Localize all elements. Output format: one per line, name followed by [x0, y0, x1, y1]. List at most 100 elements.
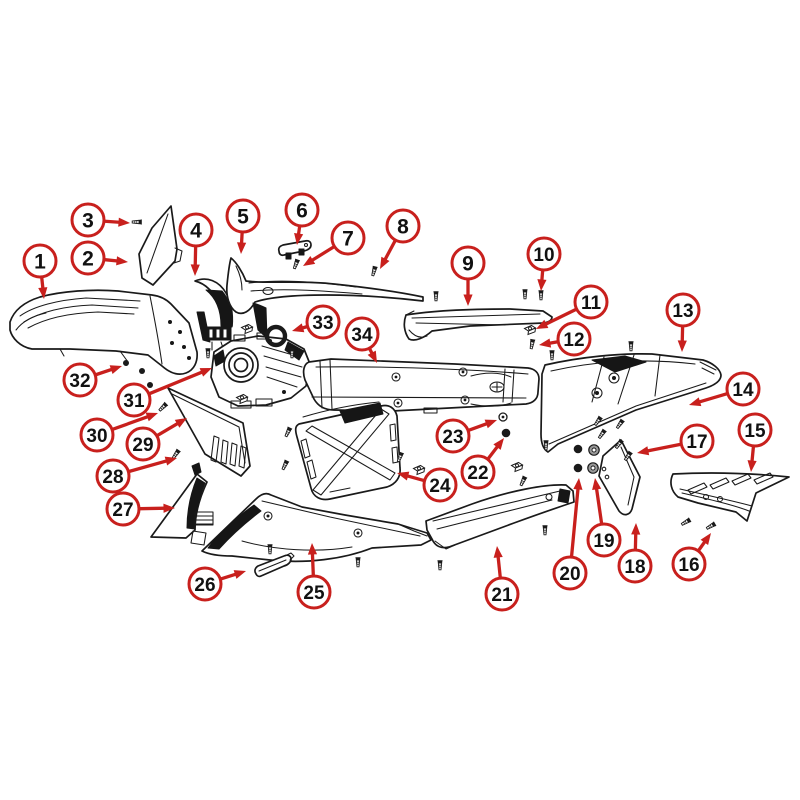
callout-arrowhead	[631, 523, 641, 535]
callout-number: 9	[462, 253, 474, 276]
callout-arrowhead	[367, 350, 377, 363]
callout-arrow	[382, 240, 397, 262]
callout-number: 31	[123, 391, 145, 412]
part-trim-strip	[254, 552, 295, 578]
callout-arrowhead	[592, 478, 602, 491]
callout-arrowhead	[237, 242, 247, 254]
callout-circle	[460, 454, 496, 490]
part-center-body-bracket	[210, 332, 311, 409]
callout-arrowhead	[536, 319, 549, 329]
callout-27: 27	[105, 491, 175, 527]
callout-circle	[435, 418, 471, 454]
screw-icon	[543, 440, 549, 451]
screw-icon	[529, 338, 536, 350]
callout-1: 1	[22, 243, 58, 299]
callout-arrowhead	[233, 570, 246, 579]
callout-arrow	[645, 442, 681, 453]
callout-circle	[305, 304, 341, 340]
callout-25: 25	[296, 543, 332, 610]
callout-arrowhead	[145, 412, 158, 422]
callout-26: 26	[187, 566, 246, 602]
callout-18: 18	[617, 523, 653, 584]
callout-number: 13	[672, 301, 693, 322]
callout-circle	[450, 245, 486, 281]
callout-number: 10	[533, 245, 554, 266]
callout-arrowhead	[109, 365, 122, 375]
part-corner-guard	[150, 462, 214, 546]
screw-icon	[281, 459, 290, 471]
callout-arrowhead	[637, 446, 650, 456]
callout-8: 8	[380, 208, 421, 269]
callout-number: 8	[397, 216, 409, 239]
callout-arrow	[468, 421, 490, 432]
callout-arrowhead	[493, 546, 503, 558]
callout-15: 15	[737, 412, 773, 472]
screw-icon	[267, 544, 273, 555]
callout-circle	[665, 292, 701, 328]
callout-arrow	[405, 473, 425, 483]
callout-circle	[70, 240, 106, 276]
screw-icon	[289, 348, 295, 359]
callout-30: 30	[79, 412, 158, 453]
part-rear-side-panel	[540, 353, 722, 453]
callout-circle	[526, 236, 562, 272]
callout-16: 16	[671, 533, 711, 582]
callout-circle	[671, 546, 707, 582]
callout-arrow	[569, 486, 580, 557]
callout-number: 29	[132, 435, 153, 456]
callout-arrowhead	[292, 323, 305, 333]
callout-arrow	[95, 367, 114, 377]
callout-number: 12	[563, 330, 584, 351]
part-fork-guard	[194, 278, 234, 352]
callout-circle	[225, 198, 261, 234]
callout-circle	[125, 426, 161, 462]
callout-circle	[617, 548, 653, 584]
callout-arrow	[156, 421, 181, 437]
small-washer-icon	[498, 412, 508, 422]
callout-arrowhead	[164, 456, 177, 466]
part-upper-bracket	[277, 239, 312, 260]
callout-circle	[178, 212, 214, 248]
callout-10: 10	[526, 236, 562, 291]
callout-20: 20	[552, 478, 588, 591]
callout-6: 6	[284, 192, 320, 245]
callout-19: 19	[586, 478, 622, 558]
callout-24: 24	[397, 467, 458, 503]
screw-icon	[597, 428, 607, 440]
callout-28: 28	[95, 456, 177, 494]
callout-number: 6	[296, 200, 308, 223]
callout-arrowhead	[539, 338, 552, 348]
screw-icon	[615, 418, 625, 430]
callout-21: 21	[484, 546, 520, 612]
screw-icon	[158, 401, 169, 412]
callout-circle	[116, 382, 152, 418]
callout-number: 7	[342, 228, 354, 251]
callout-arrow	[104, 219, 122, 225]
callout-arrow	[487, 444, 500, 460]
callout-number: 15	[744, 421, 766, 442]
callout-arrowhead	[303, 256, 316, 266]
screw-icon	[538, 290, 544, 301]
callout-arrowhead	[380, 256, 390, 269]
rivet-icon	[123, 360, 129, 366]
screw-icon	[549, 350, 555, 361]
callout-number: 24	[429, 476, 451, 497]
callout-circle	[737, 412, 773, 448]
callout-number: 27	[112, 500, 133, 521]
rivet-icon	[139, 368, 145, 374]
callout-arrowhead	[190, 264, 200, 276]
screw-icon	[705, 521, 717, 530]
callout-9: 9	[450, 245, 486, 306]
screw-icon	[680, 517, 692, 526]
callout-arrowhead	[294, 232, 304, 245]
callout-arrow	[496, 554, 502, 578]
callout-circle	[556, 321, 592, 357]
callout-circle	[330, 220, 366, 256]
callout-number: 4	[190, 220, 202, 243]
callout-3: 3	[70, 202, 130, 238]
callout-13: 13	[665, 292, 701, 352]
callout-12: 12	[539, 321, 592, 357]
callout-5: 5	[225, 198, 261, 254]
part-front-upper-fairing	[225, 257, 424, 339]
